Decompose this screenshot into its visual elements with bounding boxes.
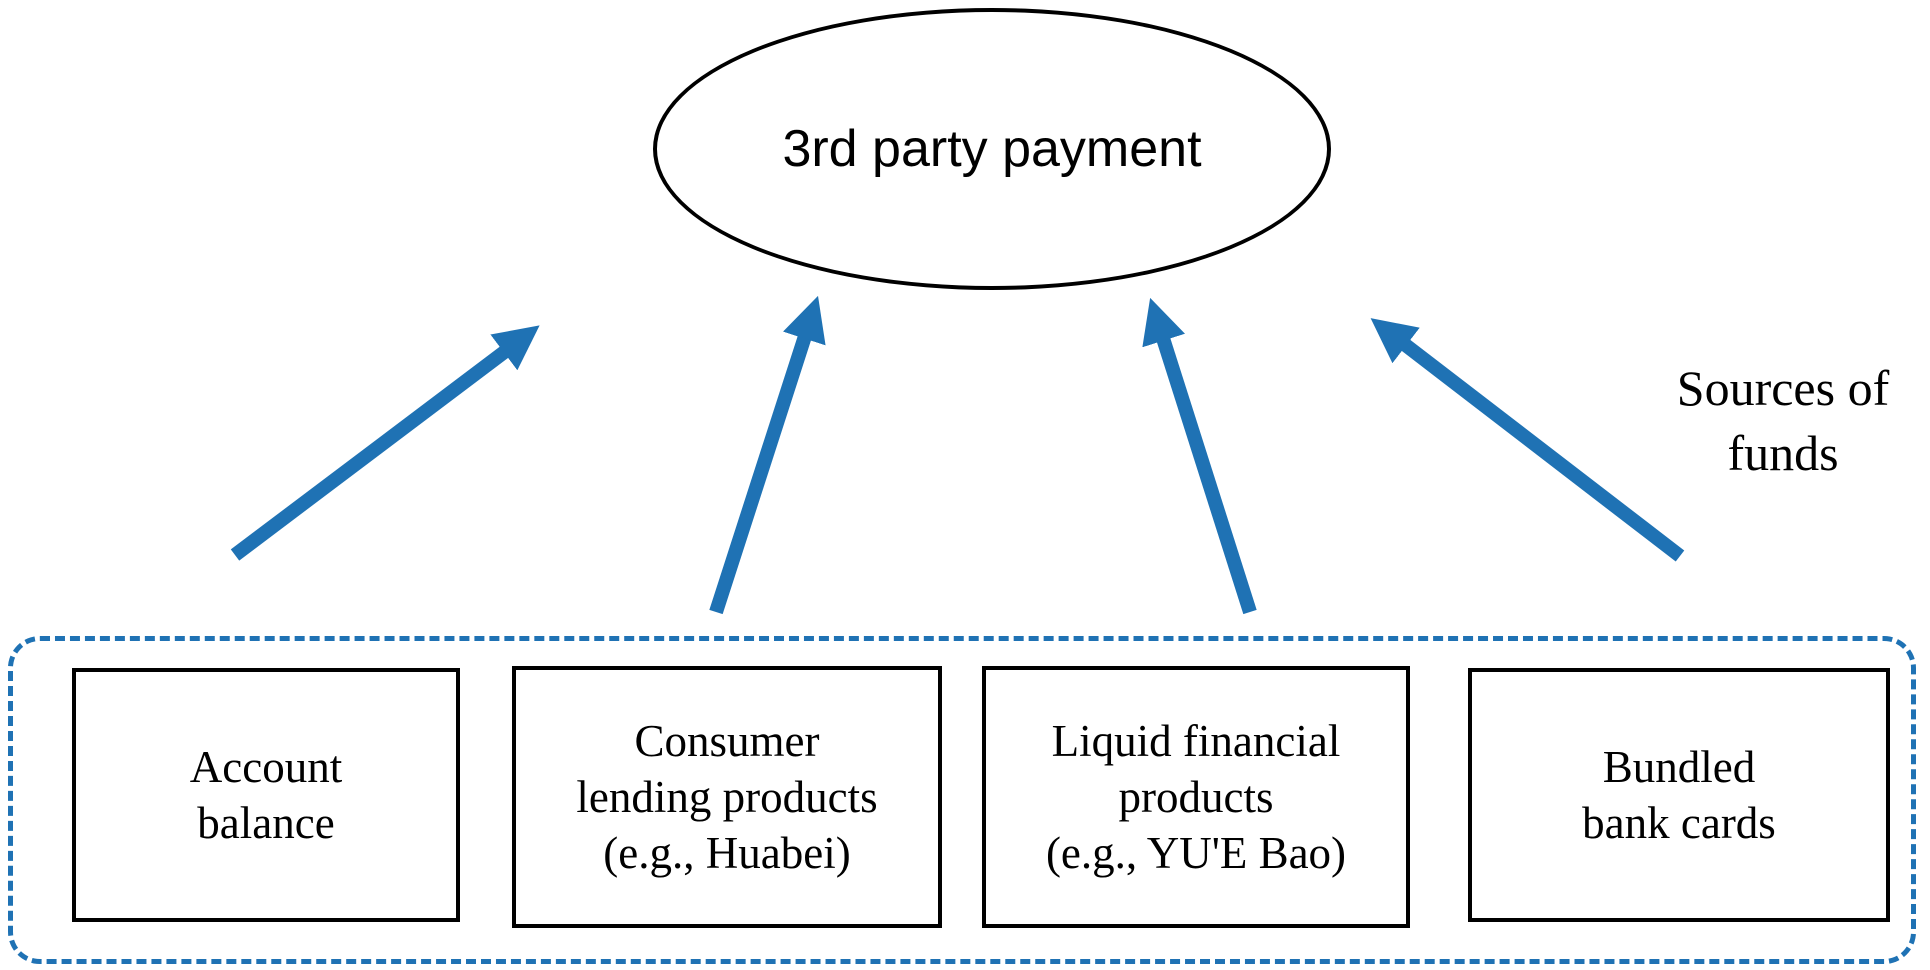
liquid-financial-box: Liquid financial products (e.g., YU'E Ba…: [982, 666, 1410, 928]
funding-sources-group: [8, 636, 1916, 964]
account-balance-line-1: Account: [189, 741, 343, 792]
sources-of-funds-line-2: funds: [1727, 425, 1839, 481]
consumer-lending-line-1: Consumer: [634, 715, 820, 766]
consumer-lending-line-2: lending products: [576, 771, 878, 822]
consumer-lending-line-3: (e.g., Huabei): [603, 828, 851, 879]
arrow-account-balance-to-payment: [230, 325, 540, 561]
arrow-liquid-financial-to-payment: [1142, 297, 1257, 615]
payment-ellipse-label: 3rd party payment: [782, 120, 1202, 178]
liquid-financial-line-3: (e.g., YU'E Bao): [1045, 828, 1347, 879]
sources-of-funds-label: Sources of funds: [1613, 356, 1930, 486]
bundled-cards-line-1: Bundled: [1602, 741, 1756, 792]
payment-ellipse-node: 3rd party payment: [653, 8, 1331, 290]
liquid-financial-line-2: products: [1118, 771, 1274, 822]
sources-of-funds-line-1: Sources of: [1676, 360, 1890, 416]
arrow-consumer-lending-to-payment: [709, 295, 826, 615]
bundled-bank-cards-box: Bundled bank cards: [1468, 668, 1890, 922]
consumer-lending-box: Consumer lending products (e.g., Huabei): [512, 666, 942, 928]
account-balance-line-2: balance: [197, 798, 335, 848]
account-balance-box: Account balance: [72, 668, 460, 922]
liquid-financial-line-1: Liquid financial: [1051, 715, 1341, 766]
bundled-cards-line-2: bank cards: [1582, 798, 1776, 848]
